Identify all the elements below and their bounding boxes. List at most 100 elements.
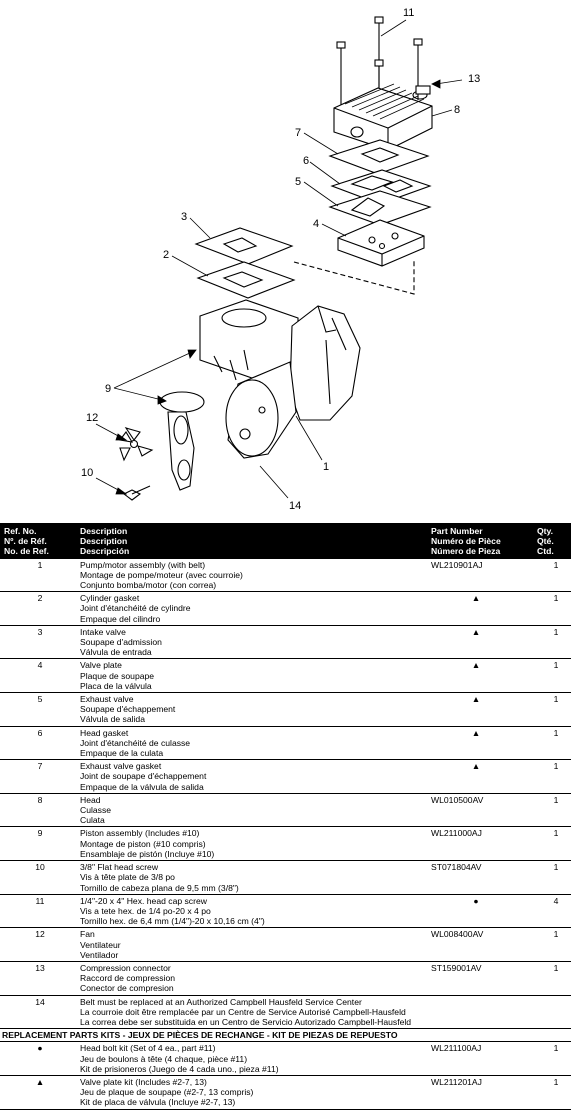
- kit-row: ●Head bolt kit (Set of 4 ea., part #11)J…: [0, 1041, 571, 1076]
- row-qty: 1: [537, 692, 571, 727]
- row-qty: 1: [537, 726, 571, 761]
- description-line: Ventilateur: [80, 939, 121, 950]
- part-number-value: ●: [473, 895, 479, 906]
- row-ref: 2: [0, 591, 80, 626]
- row-ref: 9: [0, 826, 80, 862]
- row-description: Piston assembly (Includes #10)Montage de…: [80, 826, 431, 862]
- row-qty: 1: [537, 927, 571, 962]
- row-qty: 1: [537, 860, 571, 895]
- kits-section-title: REPLACEMENT PARTS KITS - JEUX DE PIÈCES …: [0, 1028, 571, 1043]
- row-part-number: WL210901AJ: [431, 558, 537, 593]
- part-number-value: ▲: [471, 660, 481, 671]
- description-line: Compression connector: [80, 962, 171, 973]
- description-line: Culasse: [80, 805, 112, 816]
- row-ref: ▲: [0, 1075, 80, 1110]
- description-line: Culata: [80, 815, 105, 826]
- header-description: Description Description Descripción: [80, 523, 431, 559]
- valve-plate: [337, 219, 425, 267]
- exhaust-valve: [328, 190, 432, 226]
- row-qty: 1: [537, 1041, 571, 1076]
- row-ref: 4: [0, 658, 80, 694]
- row-ref: 7: [0, 759, 80, 794]
- row-part-number: ▲: [431, 658, 537, 694]
- description-line: Montage de pompe/moteur (avec courroie): [80, 569, 243, 580]
- description-line: Vis à tête plate de 3/8 po: [80, 872, 175, 883]
- cylinder-gasket: [196, 261, 296, 299]
- row-description: Belt must be replaced at an Authorized C…: [80, 995, 431, 1030]
- piston-assembly: [159, 391, 205, 491]
- description-line: Empaque del cilindro: [80, 613, 161, 624]
- part-number-value: WL210901AJ: [431, 559, 483, 570]
- description-line: Raccord de compression: [80, 973, 176, 984]
- description-line: Ensamblaje de pistón (Incluye #10): [80, 848, 215, 859]
- description-line: Empaque de la culata: [80, 748, 164, 759]
- description-line: Cylinder gasket: [80, 593, 140, 604]
- part-number-value: ▲: [471, 727, 481, 738]
- part-number-value: WL211201AJ: [431, 1076, 482, 1087]
- row-part-number: ST159001AV: [431, 961, 537, 996]
- callout-8: 8: [454, 104, 460, 116]
- row-ref: 14: [0, 995, 80, 1030]
- row-qty: 1: [537, 625, 571, 660]
- row-qty: 1: [537, 961, 571, 996]
- row-part-number: ▲: [431, 591, 537, 626]
- callout-numbers: 11 13 8 7 6 5 4 3 2 9 12 10 14 1: [81, 7, 480, 512]
- row-qty: 1: [537, 1075, 571, 1110]
- row-part-number: ▲: [431, 625, 537, 660]
- description-line: Piston assembly (Includes #10): [80, 828, 200, 839]
- row-qty: 1: [537, 658, 571, 694]
- description-line: La correa debe ser substituida en un Cen…: [80, 1016, 412, 1027]
- description-line: Pump/motor assembly (with belt): [80, 559, 206, 570]
- description-line: Joint de soupape d'échappement: [80, 771, 207, 782]
- row-ref: 6: [0, 726, 80, 761]
- header-ref: Ref. No. Nº. de Réf. No. de Ref.: [0, 523, 80, 559]
- callout-12: 12: [86, 412, 98, 424]
- callout-2: 2: [163, 249, 169, 261]
- callout-7: 7: [295, 127, 301, 139]
- row-part-number: [431, 995, 537, 1030]
- pump-motor-assembly: [199, 299, 361, 459]
- exploded-parts-diagram: 11 13 8 7 6 5 4 3 2 9 12 10 14 1: [81, 7, 480, 512]
- callout-5: 5: [295, 176, 301, 188]
- leader-lines: [95, 19, 463, 499]
- callout-9: 9: [105, 383, 111, 395]
- callout-10: 10: [81, 467, 93, 479]
- description-line: Soupape d'échappement: [80, 704, 176, 715]
- part-number-value: ▲: [471, 593, 481, 604]
- row-qty: 1: [537, 591, 571, 626]
- description-line: Válvula de salida: [80, 714, 145, 725]
- description-line: Joint d'étanchéité de culasse: [80, 737, 191, 748]
- description-line: Empaque de la válvula de salida: [80, 781, 204, 792]
- row-qty: 4: [537, 894, 571, 929]
- description-line: 1/4"-20 x 4" Hex. head cap screw: [80, 895, 207, 906]
- description-line: Head: [80, 794, 101, 805]
- description-line: La courroie doit être remplacée par un C…: [80, 1006, 406, 1017]
- row-description: Valve plate kit (Includes #2-7, 13)Jeu d…: [80, 1075, 431, 1110]
- row-part-number: WL211201AJ: [431, 1075, 537, 1110]
- description-line: Head gasket: [80, 727, 129, 738]
- row-ref: 1: [0, 558, 80, 593]
- callout-13: 13: [468, 73, 480, 85]
- row-qty: 1: [537, 793, 571, 828]
- row-part-number: ▲: [431, 692, 537, 727]
- kit-row: ▲Valve plate kit (Includes #2-7, 13)Jeu …: [0, 1075, 571, 1110]
- row-qty: 1: [537, 759, 571, 794]
- kits-title-text: REPLACEMENT PARTS KITS - JEUX DE PIÈCES …: [0, 1028, 571, 1043]
